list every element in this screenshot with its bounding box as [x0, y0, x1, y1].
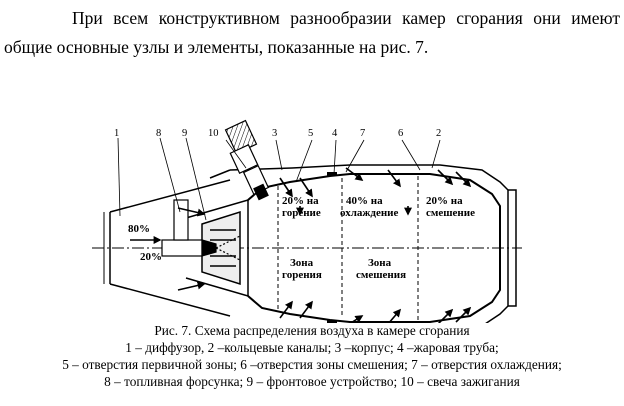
svg-text:смешение: смешение	[426, 207, 475, 219]
svg-text:горения: горения	[282, 269, 322, 281]
caption-line-1: 1 – диффузор, 2 –кольцевые каналы; 3 –ко…	[125, 340, 499, 355]
svg-text:Зона: Зона	[368, 257, 392, 269]
paragraph-line-2: общие основные узлы и элементы, показанн…	[4, 37, 429, 57]
casing	[209, 164, 517, 323]
zone-boundaries	[277, 176, 419, 320]
svg-text:20% на: 20% на	[426, 195, 463, 207]
caption-title: Рис. 7. Схема распределения воздуха в ка…	[154, 323, 470, 338]
svg-text:20% на: 20% на	[282, 195, 319, 207]
mixing-zone-label-2: смешения	[356, 269, 406, 281]
flow-80-label: 80%	[128, 223, 150, 235]
combustion-chamber-diagram: 1 8 9 10 3 5 4 7 6 2 80% 20% 20% на горе…	[92, 119, 522, 323]
callout-numbers: 1 8 9 10 3 5 4 7 6 2	[114, 128, 441, 139]
callout-3: 3	[272, 128, 277, 139]
flow-labels: 80% 20% 20% на горение 40% на охлаждение…	[128, 195, 475, 263]
mixing-label-1: 20% на	[426, 195, 463, 207]
flame-tube	[247, 173, 501, 323]
figure-caption: Рис. 7. Схема распределения воздуха в ка…	[0, 322, 624, 390]
caption-line-2: 5 – отверстия первичной зоны; 6 –отверст…	[62, 357, 562, 372]
combustion-zone-label-1: Зона	[290, 257, 314, 269]
mixing-label-2: смешение	[426, 207, 475, 219]
callout-9: 9	[182, 128, 187, 139]
combustion-zone-label-2: горения	[282, 269, 322, 281]
flow-arrows	[130, 167, 472, 323]
callout-4: 4	[332, 128, 338, 139]
callout-6: 6	[398, 128, 403, 139]
flow-20-label: 20%	[140, 251, 162, 263]
primary-label-2: горение	[282, 207, 321, 219]
mixing-zone-label-1: Зона	[368, 257, 392, 269]
callout-7: 7	[360, 128, 365, 139]
paragraph-line-1: При всем конструктивном разнообразии кам…	[72, 8, 620, 28]
primary-label-1: 20% на	[282, 195, 319, 207]
callout-leaders	[117, 137, 441, 221]
callout-8: 8	[156, 128, 161, 139]
callout-1: 1	[114, 128, 119, 139]
callout-5: 5	[308, 128, 313, 139]
svg-text:горение: горение	[282, 207, 321, 219]
cooling-label-1: 40% на	[346, 195, 383, 207]
svg-text:смешения: смешения	[356, 269, 406, 281]
svg-text:Зона: Зона	[290, 257, 314, 269]
cooling-label-2: охлаждение	[340, 207, 398, 219]
zone-labels: Зона горения Зона смешения	[282, 257, 406, 281]
callout-2: 2	[436, 128, 441, 139]
body-paragraph: При всем конструктивном разнообразии кам…	[4, 4, 620, 62]
spark-plug	[224, 119, 270, 201]
cooling-slots	[327, 172, 337, 323]
diffuser	[103, 179, 231, 317]
svg-text:40% на: 40% на	[346, 195, 383, 207]
svg-text:охлаждение: охлаждение	[340, 207, 398, 219]
caption-line-3: 8 – топливная форсунка; 9 – фронтовое ус…	[104, 374, 520, 389]
callout-10: 10	[208, 128, 219, 139]
